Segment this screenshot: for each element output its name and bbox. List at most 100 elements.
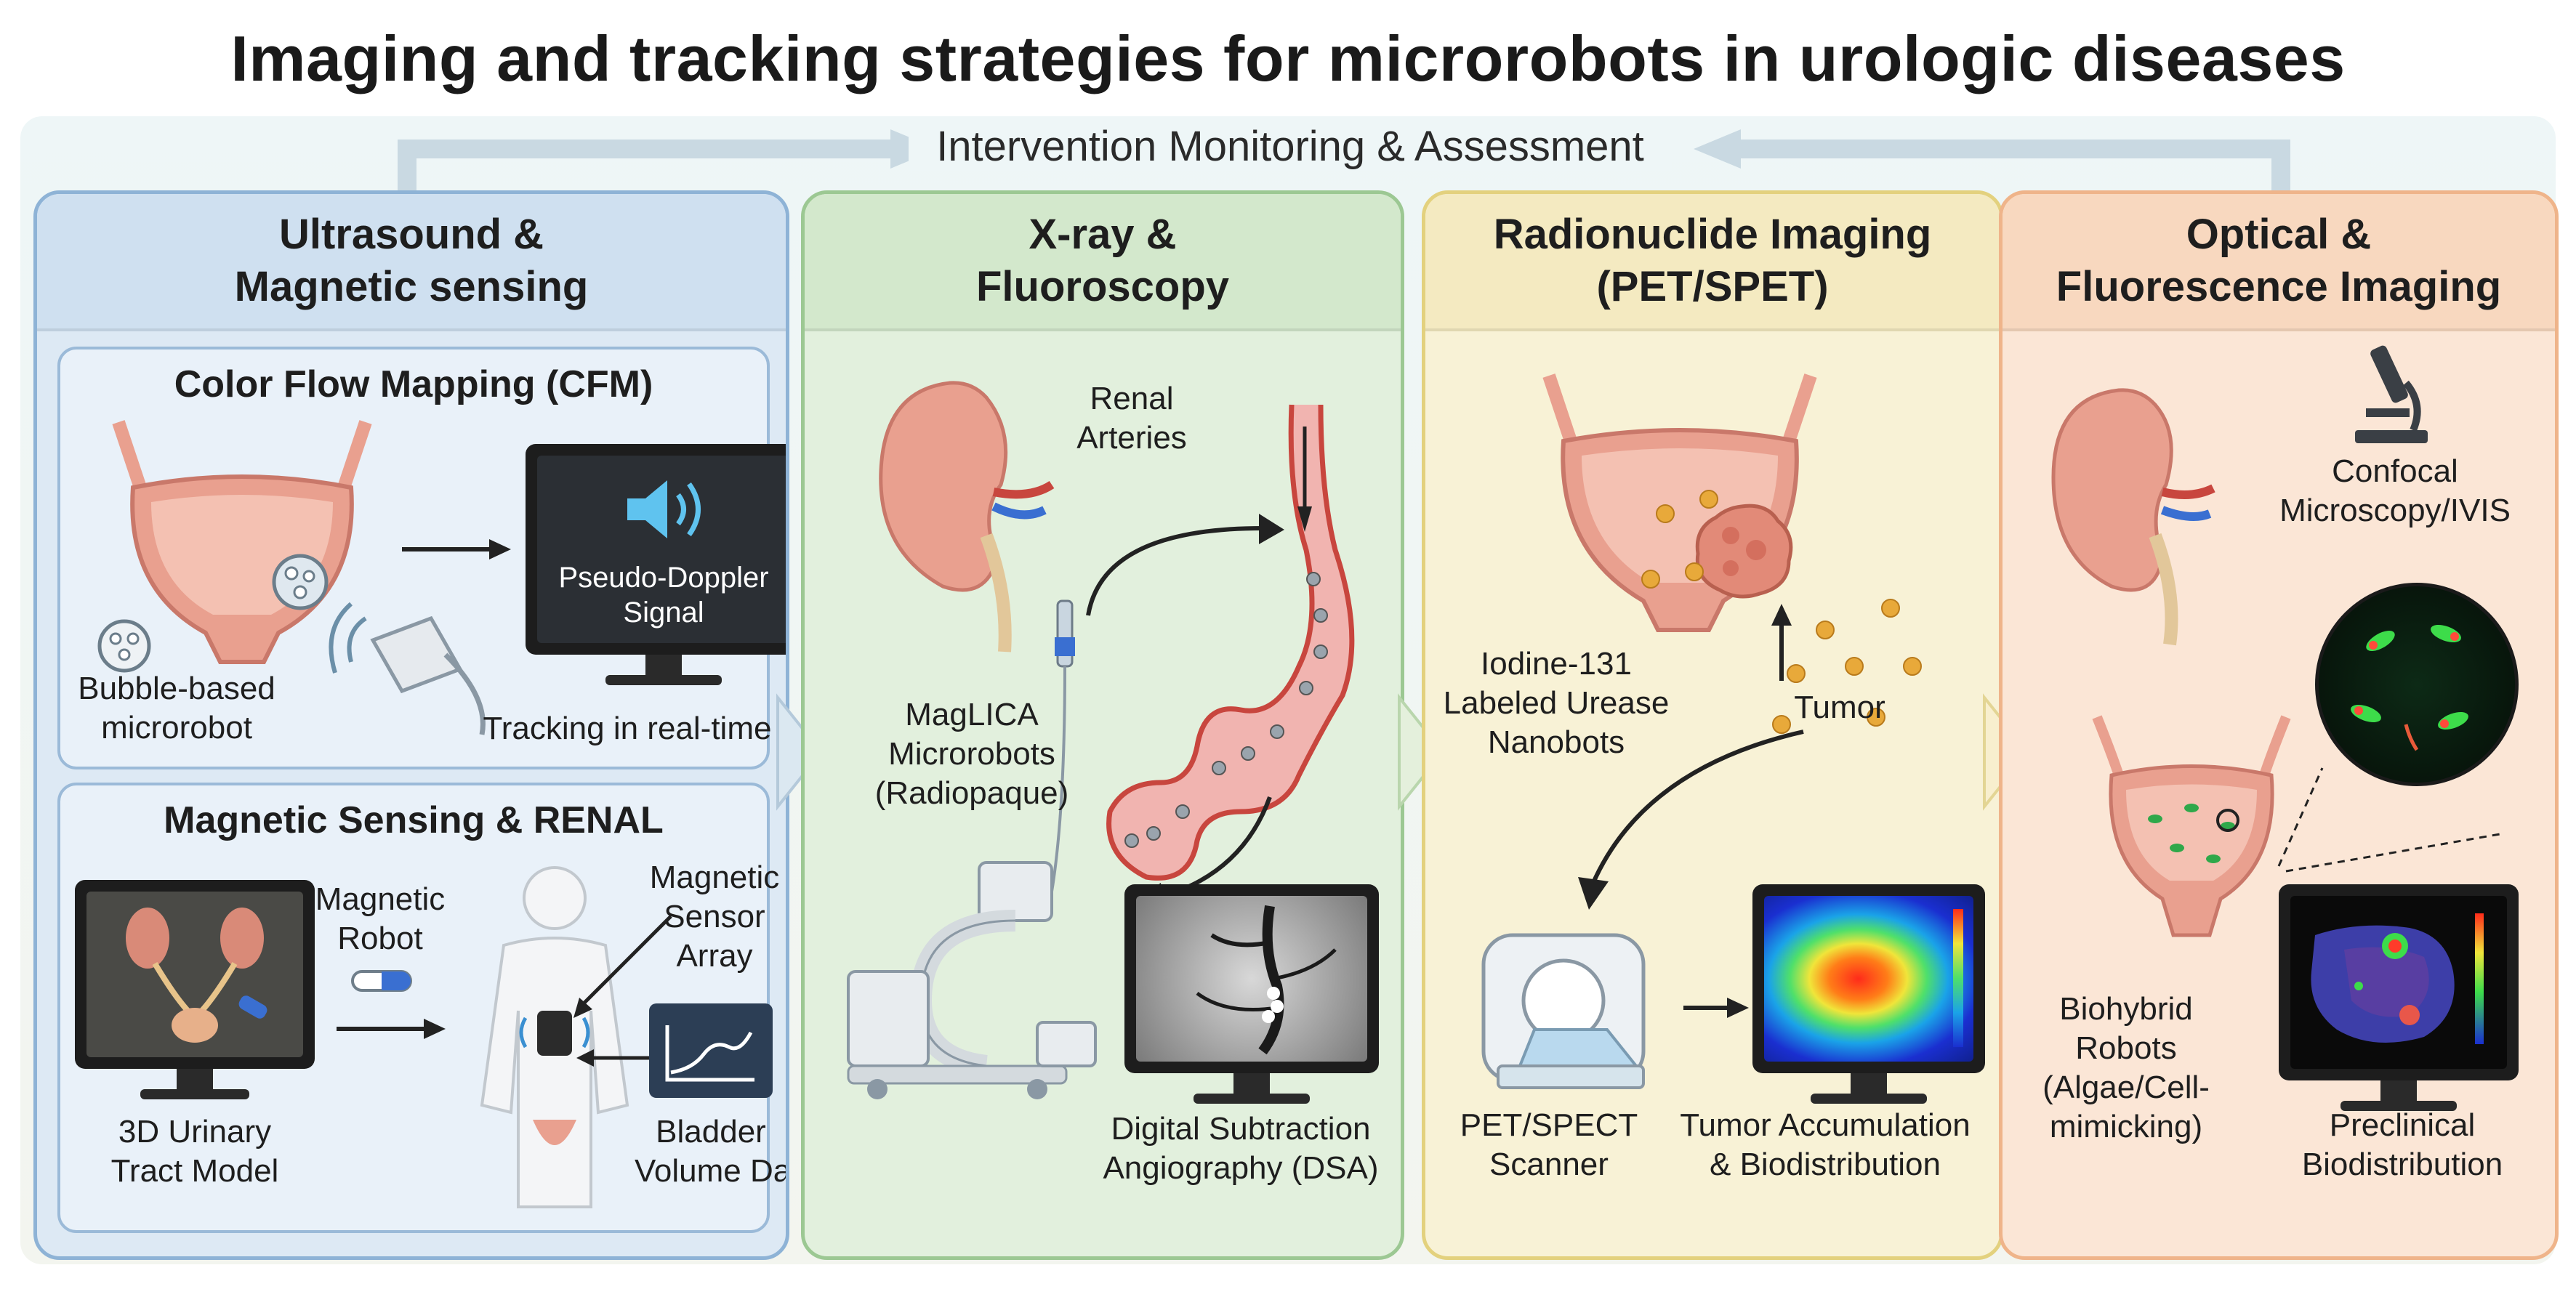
monitor	[1752, 884, 1985, 1073]
kidney-illustration	[879, 381, 1055, 652]
label-line: Robots	[2075, 1030, 2177, 1066]
panel-xray: X-ray & Fluoroscopy Renal Arteries Ma	[801, 190, 1404, 1260]
panel-title-line: Radionuclide Imaging	[1493, 211, 1932, 258]
label-line: Iodine-131	[1481, 646, 1632, 682]
pointer-line	[573, 915, 672, 1018]
bladder-label: Bladder Volume Data	[635, 1112, 789, 1191]
microscope-icon	[2355, 345, 2428, 443]
label-line: Magnetic	[649, 860, 780, 895]
bladder-illustration	[2092, 715, 2291, 937]
monitor-stand	[2380, 1080, 2417, 1102]
chevron-right-icon	[1398, 693, 1445, 811]
panel-radionuclide: Radionuclide Imaging (PET/SPET) Iodine-1…	[1422, 190, 2003, 1260]
iodine-label: Iodine-131 Labeled Urease Nanobots	[1440, 644, 1673, 762]
bubble-microrobot-icon	[272, 554, 329, 610]
nanobot-particles	[1641, 490, 1922, 734]
panel-header	[37, 194, 786, 331]
panel-title-line: Optical &	[2186, 211, 2372, 258]
pointer-line	[576, 1049, 649, 1067]
panel-title: X-ray & Fluoroscopy	[805, 209, 1401, 313]
robot-label: Magnetic Robot	[315, 880, 446, 958]
label-line: 3D Urinary	[118, 1114, 272, 1149]
panel-title-line: Fluoroscopy	[975, 263, 1230, 310]
panel-title-line: Ultrasound &	[278, 211, 544, 258]
feedback-loop-arrows	[398, 129, 2290, 190]
monitor-stand	[1851, 1073, 1887, 1095]
scanner-label: PET/SPECT Scanner	[1447, 1106, 1651, 1184]
panel-title-line: Magnetic sensing	[234, 263, 589, 310]
renal-arteries-label: Renal Arteries	[1052, 379, 1212, 458]
arrow-icon	[1683, 998, 1749, 1018]
arrow-icon	[1771, 604, 1792, 681]
volume-graph-icon	[665, 1025, 754, 1082]
pet-scanner-icon	[1481, 933, 1646, 1089]
sensor-label: Magnetic Sensor Array	[642, 858, 786, 976]
curved-arrow	[1086, 514, 1284, 616]
panel-header	[1425, 194, 2000, 331]
label-line: Pseudo-Doppler	[558, 562, 769, 594]
loop-label: Intervention Monitoring & Assessment	[909, 122, 1672, 171]
human-body-icon	[480, 866, 629, 1208]
urinary-tract-model-icon	[126, 908, 267, 1043]
label-line: Volume Data	[635, 1153, 789, 1189]
bubble-label: Bubble-based microrobot	[68, 669, 286, 748]
c-arm-xray-icon	[847, 861, 1097, 1099]
monitor-base	[2340, 1101, 2457, 1111]
panel-title: Ultrasound & Magnetic sensing	[37, 209, 786, 313]
ultrasound-probe-icon	[329, 602, 486, 735]
label-line: Signal	[623, 597, 704, 629]
monitor	[2279, 884, 2519, 1080]
dsa-label: Digital Subtraction Angiography (DSA)	[1081, 1110, 1401, 1188]
bladder-volume-monitor	[649, 1003, 773, 1098]
panel-title: Radionuclide Imaging (PET/SPET)	[1425, 209, 2000, 313]
label-line: Biohybrid	[2059, 991, 2193, 1027]
catheter-icon	[1050, 599, 1075, 892]
tumor-label: Tumor	[1794, 690, 1885, 725]
monitor-stand	[645, 655, 682, 676]
tumor-icon	[1695, 504, 1793, 599]
panel-ultrasound: Ultrasound & Magnetic sensing Color Flow…	[33, 190, 789, 1260]
monitor	[526, 444, 786, 655]
label-line: (Radiopaque)	[874, 775, 1069, 811]
arrow-icon	[402, 539, 511, 559]
monitor-base	[605, 675, 722, 685]
fluorescent-cells	[2351, 624, 2468, 751]
label-line: Renal	[1090, 381, 1174, 416]
monitor	[1124, 884, 1379, 1073]
tracking-label: Tracking in real-time	[483, 711, 772, 746]
panel-title-line: (PET/SPET)	[1596, 263, 1829, 310]
panel-title-line: X-ray &	[1029, 211, 1177, 258]
angiography-vessel-icon	[1196, 905, 1337, 1055]
speaker-icon	[627, 480, 701, 538]
biohybrid-label: Biohybrid Robots (Algae/Cell- mimicking)	[2017, 990, 2235, 1147]
screen-label: Pseudo-Doppler Signal	[526, 560, 786, 630]
bubble-microrobot-small-icon	[97, 619, 151, 673]
accumulation-label: Tumor Accumulation & Biodistribution	[1651, 1106, 2000, 1184]
label-line: Robot	[337, 921, 423, 956]
label-line: Labeled Urease	[1443, 685, 1670, 721]
label-line: PET/SPECT	[1460, 1107, 1638, 1143]
heatmap-screen	[1764, 896, 1973, 1062]
monitor-base	[140, 1089, 249, 1099]
label-line: Preclinical	[2329, 1107, 2476, 1143]
label-line: Digital Subtraction	[1111, 1111, 1371, 1147]
monitor-base	[1194, 1094, 1310, 1104]
label-line: Arteries	[1076, 420, 1187, 456]
label-line: Magnetic	[315, 881, 446, 917]
panel-header	[2003, 194, 2555, 331]
monitor-base	[1811, 1094, 1927, 1104]
confocal-view-circle	[2315, 583, 2519, 786]
label-line: Sensor	[664, 899, 765, 934]
panel-title: Optical & Fluorescence Imaging	[2003, 209, 2555, 313]
label-line: Tract Model	[110, 1153, 279, 1189]
maglica-label: MagLICA Microrobots (Radiopaque)	[856, 695, 1088, 813]
label-line: MagLICA	[905, 697, 1039, 732]
kidney-illustration	[2051, 388, 2215, 646]
label-line: Array	[676, 938, 753, 974]
label-line: Angiography (DSA)	[1103, 1150, 1379, 1186]
figure-title: Imaging and tracking strategies for micr…	[230, 23, 2346, 94]
color-scale-bar	[1953, 909, 1963, 1047]
label-line: microrobot	[101, 710, 252, 745]
panel-header	[805, 194, 1401, 331]
label-line: Bubble-based	[78, 671, 275, 706]
